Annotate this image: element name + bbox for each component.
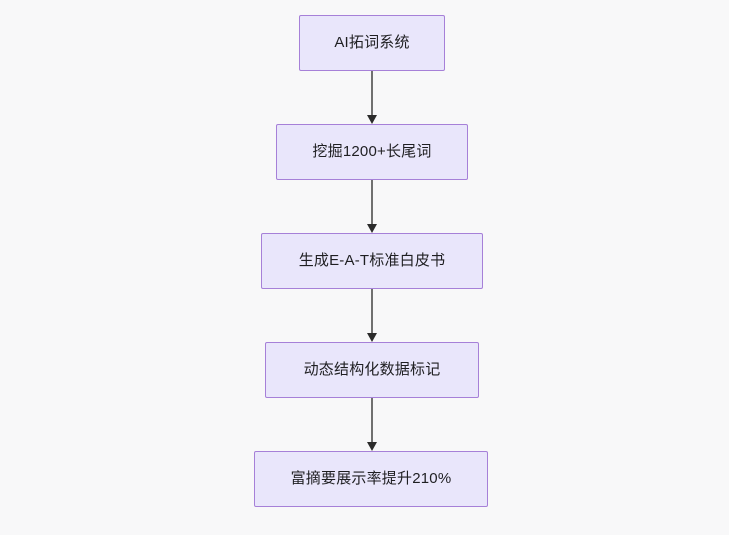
connector-arrow-4 bbox=[363, 398, 381, 451]
flow-node-rich-snippet-result[interactable]: 富摘要展示率提升210% bbox=[254, 451, 488, 507]
connector-arrow-2 bbox=[363, 180, 381, 233]
flow-node-label: 动态结构化数据标记 bbox=[303, 361, 441, 378]
flow-node-label: 挖掘1200+长尾词 bbox=[312, 143, 432, 160]
flow-node-label: 富摘要展示率提升210% bbox=[290, 470, 452, 487]
connector-line bbox=[371, 180, 373, 226]
flow-node-label: 生成E-A-T标准白皮书 bbox=[298, 252, 446, 269]
arrowhead-icon bbox=[367, 115, 377, 124]
flow-node-eat-whitepaper[interactable]: 生成E-A-T标准白皮书 bbox=[261, 233, 483, 289]
flow-node-longtail-keywords[interactable]: 挖掘1200+长尾词 bbox=[276, 124, 468, 180]
connector-line bbox=[371, 289, 373, 335]
connector-line bbox=[371, 71, 373, 117]
connector-arrow-1 bbox=[363, 71, 381, 124]
arrowhead-icon bbox=[367, 333, 377, 342]
flow-node-ai-keyword-system[interactable]: AI拓词系统 bbox=[299, 15, 445, 71]
arrowhead-icon bbox=[367, 442, 377, 451]
arrowhead-icon bbox=[367, 224, 377, 233]
flow-node-structured-data-markup[interactable]: 动态结构化数据标记 bbox=[265, 342, 479, 398]
connector-line bbox=[371, 398, 373, 444]
flow-node-label: AI拓词系统 bbox=[334, 34, 410, 51]
connector-arrow-3 bbox=[363, 289, 381, 342]
